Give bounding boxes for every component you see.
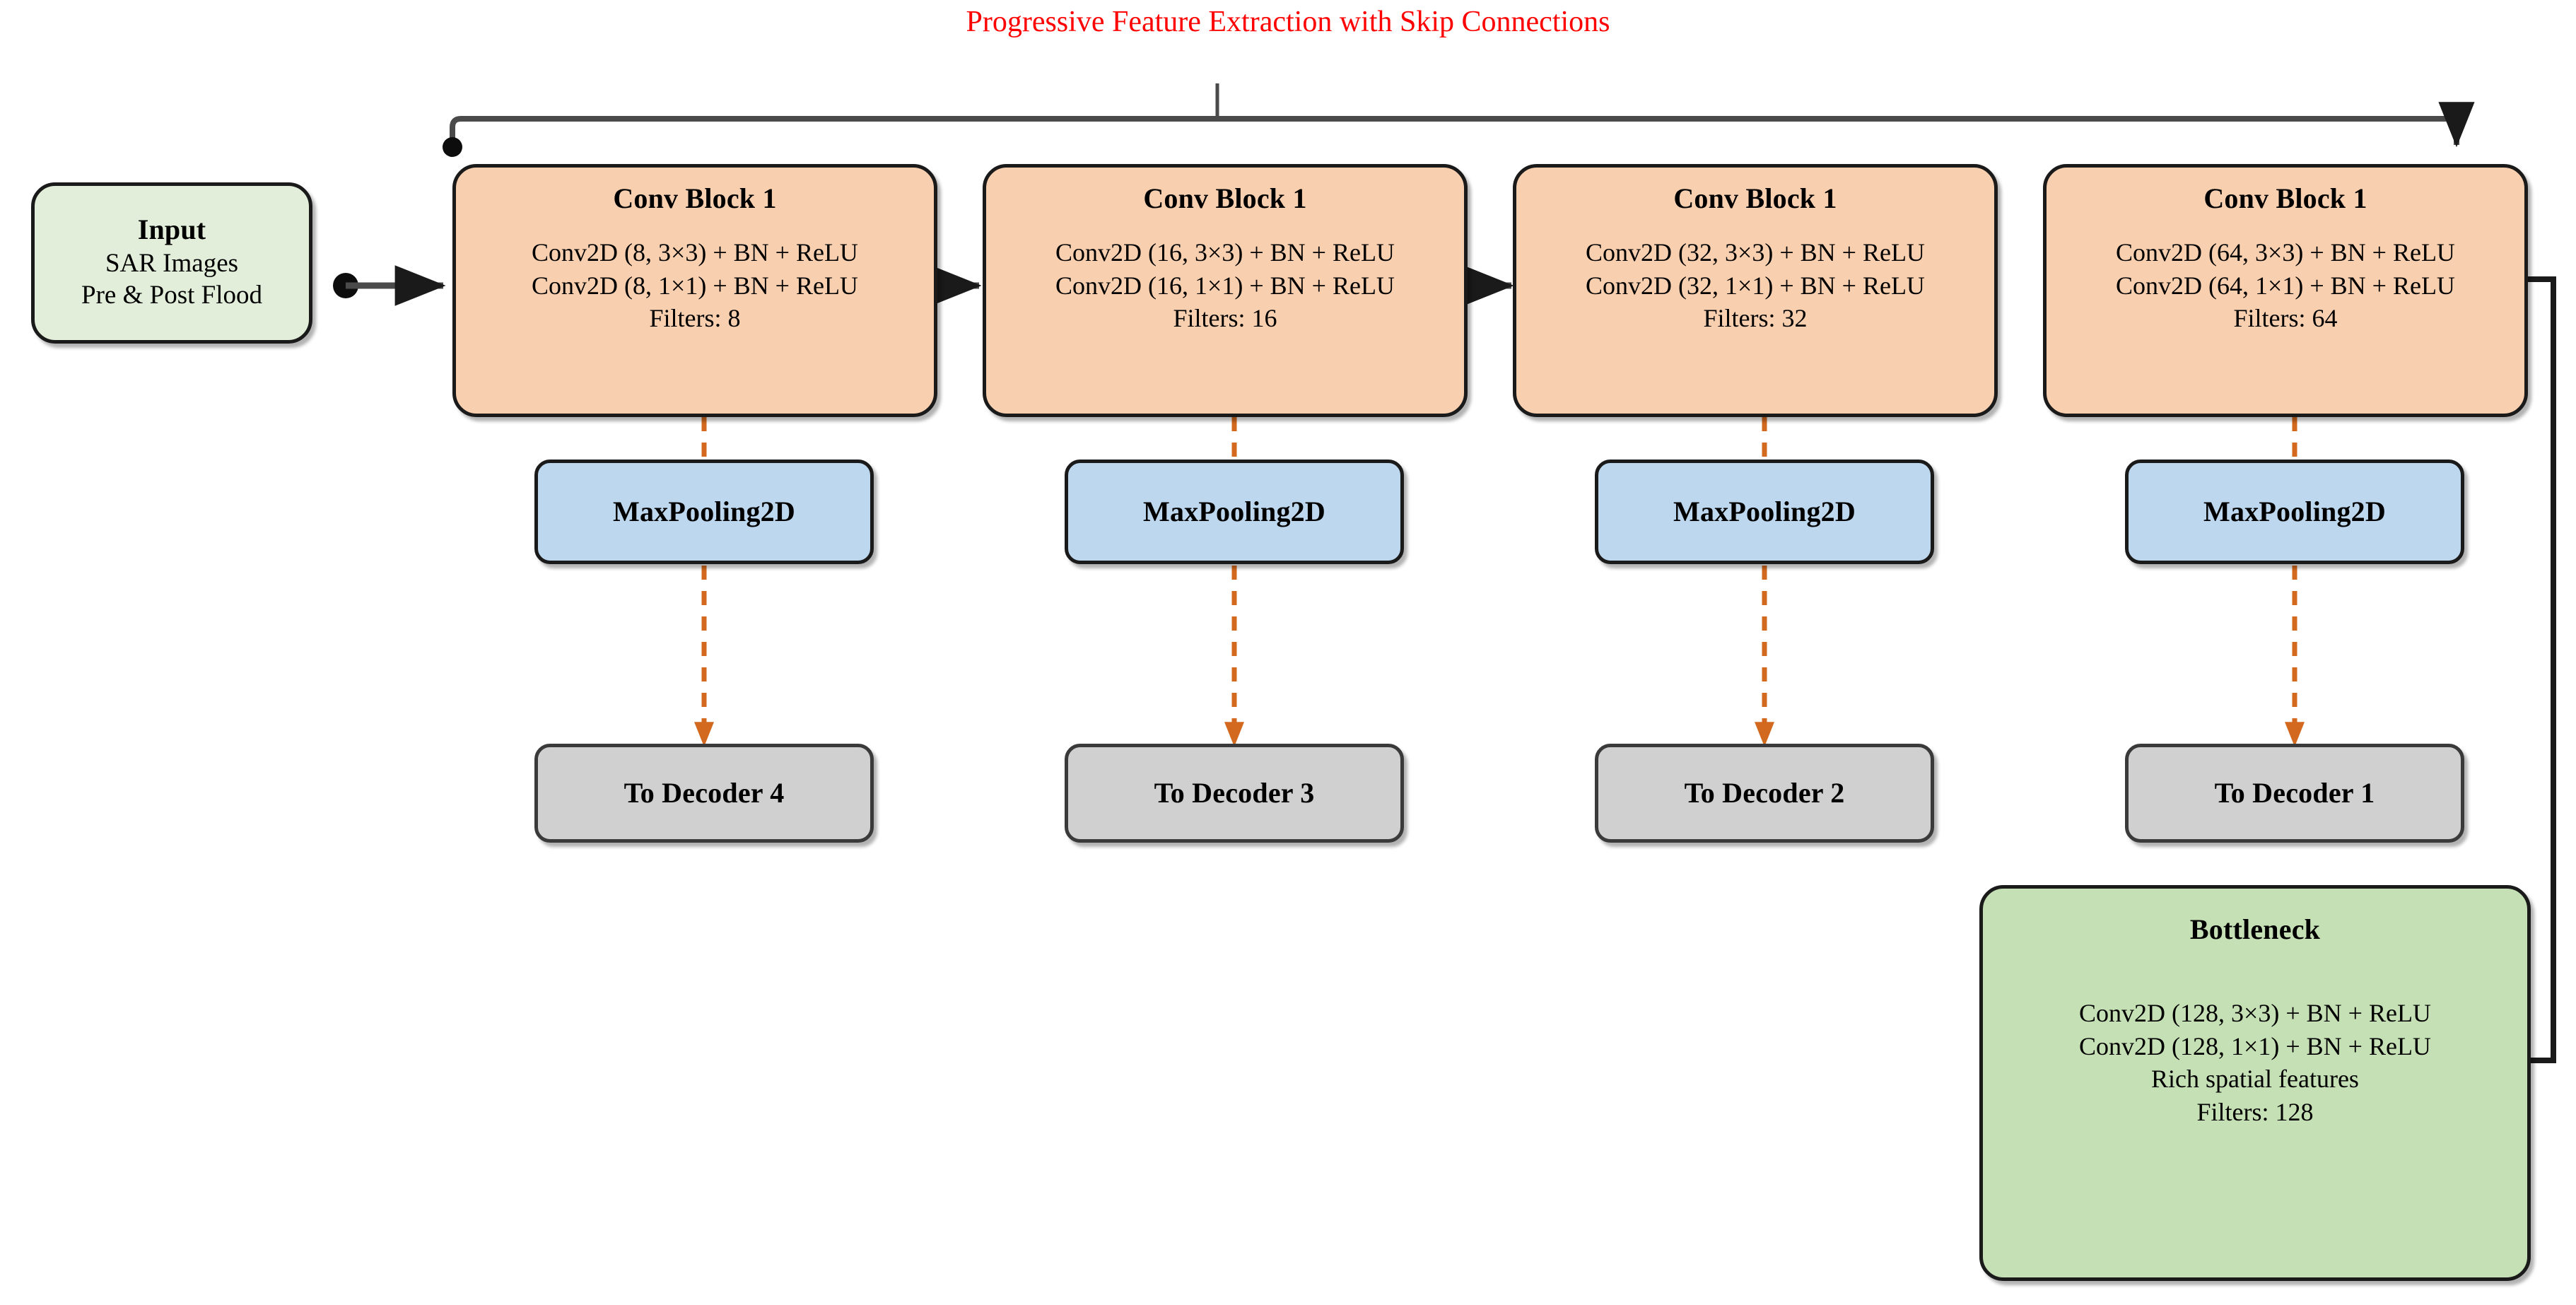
node-to-decoder-1[interactable]: To Decoder 1 [2125, 744, 2464, 843]
node-input[interactable]: Input SAR Images Pre & Post Flood [31, 182, 312, 344]
node-maxpool-4[interactable]: MaxPooling2D [2125, 460, 2464, 564]
skip-connection-bracket [443, 83, 2475, 157]
node-bottleneck-body: Conv2D (128, 3×3) + BN + ReLU Conv2D (12… [2079, 997, 2431, 1129]
node-conv-block-3-line1: Conv2D (32, 3×3) + BN + ReLU [1586, 238, 1925, 267]
node-maxpool-4-title: MaxPooling2D [2203, 495, 2386, 527]
node-bottleneck-line1: Conv2D (128, 3×3) + BN + ReLU [2079, 998, 2431, 1027]
node-conv-block-1-line1: Conv2D (8, 3×3) + BN + ReLU [532, 238, 858, 267]
diagram-title: Progressive Feature Extraction with Skip… [966, 6, 1610, 38]
node-input-title: Input [137, 213, 206, 245]
node-conv-block-4-line3: Filters: 64 [2233, 304, 2338, 333]
node-conv-block-4-title: Conv Block 1 [2203, 182, 2367, 214]
node-conv-block-2-title: Conv Block 1 [1143, 182, 1307, 214]
node-conv-block-3-title: Conv Block 1 [1673, 182, 1837, 214]
node-maxpool-2[interactable]: MaxPooling2D [1065, 460, 1404, 564]
node-maxpool-2-title: MaxPooling2D [1143, 495, 1325, 527]
node-conv-block-1[interactable]: Conv Block 1 Conv2D (8, 3×3) + BN + ReLU… [452, 164, 937, 417]
node-maxpool-3[interactable]: MaxPooling2D [1595, 460, 1934, 564]
node-conv-block-2-body: Conv2D (16, 3×3) + BN + ReLU Conv2D (16,… [1055, 236, 1395, 335]
node-conv-block-2[interactable]: Conv Block 1 Conv2D (16, 3×3) + BN + ReL… [983, 164, 1468, 417]
node-conv-block-3-line2: Conv2D (32, 1×1) + BN + ReLU [1586, 271, 1925, 300]
node-bottleneck-line3: Rich spatial features [2151, 1065, 2359, 1094]
node-to-decoder-2[interactable]: To Decoder 2 [1595, 744, 1934, 843]
node-maxpool-1-title: MaxPooling2D [613, 495, 795, 527]
node-conv-block-4-body: Conv2D (64, 3×3) + BN + ReLU Conv2D (64,… [2116, 236, 2455, 335]
node-bottleneck[interactable]: Bottleneck Conv2D (128, 3×3) + BN + ReLU… [1979, 885, 2531, 1281]
node-conv-block-2-line2: Conv2D (16, 1×1) + BN + ReLU [1055, 271, 1395, 300]
node-maxpool-3-title: MaxPooling2D [1673, 495, 1856, 527]
node-to-decoder-3-title: To Decoder 3 [1154, 776, 1315, 809]
node-conv-block-1-line3: Filters: 8 [649, 304, 741, 333]
node-to-decoder-1-title: To Decoder 1 [2214, 776, 2375, 809]
node-conv-block-4-line1: Conv2D (64, 3×3) + BN + ReLU [2116, 238, 2455, 267]
node-to-decoder-4[interactable]: To Decoder 4 [534, 744, 874, 843]
node-conv-block-3[interactable]: Conv Block 1 Conv2D (32, 3×3) + BN + ReL… [1513, 164, 1998, 417]
node-conv-block-1-body: Conv2D (8, 3×3) + BN + ReLU Conv2D (8, 1… [532, 236, 858, 335]
node-maxpool-1[interactable]: MaxPooling2D [534, 460, 874, 564]
node-conv-block-1-title: Conv Block 1 [613, 182, 777, 214]
node-to-decoder-4-title: To Decoder 4 [623, 776, 785, 809]
node-bottleneck-line2: Conv2D (128, 1×1) + BN + ReLU [2079, 1031, 2431, 1060]
node-input-line1: SAR Images [105, 248, 239, 278]
node-to-decoder-2-title: To Decoder 2 [1684, 776, 1845, 809]
node-conv-block-3-body: Conv2D (32, 3×3) + BN + ReLU Conv2D (32,… [1586, 236, 1925, 335]
node-input-line2: Pre & Post Flood [81, 281, 262, 310]
node-conv-block-1-line2: Conv2D (8, 1×1) + BN + ReLU [532, 271, 858, 300]
node-input-body: SAR Images Pre & Post Flood [81, 247, 262, 312]
node-conv-block-2-line3: Filters: 16 [1173, 304, 1277, 333]
node-conv-block-4-line2: Conv2D (64, 1×1) + BN + ReLU [2116, 271, 2455, 300]
node-conv-block-4[interactable]: Conv Block 1 Conv2D (64, 3×3) + BN + ReL… [2043, 164, 2528, 417]
node-bottleneck-title: Bottleneck [2189, 913, 2321, 945]
edge-input-to-conv1 [333, 265, 446, 306]
node-to-decoder-3[interactable]: To Decoder 3 [1065, 744, 1404, 843]
node-conv-block-3-line3: Filters: 32 [1703, 304, 1808, 333]
node-bottleneck-line4: Filters: 128 [2196, 1098, 2314, 1127]
node-conv-block-2-line1: Conv2D (16, 3×3) + BN + ReLU [1055, 238, 1395, 267]
